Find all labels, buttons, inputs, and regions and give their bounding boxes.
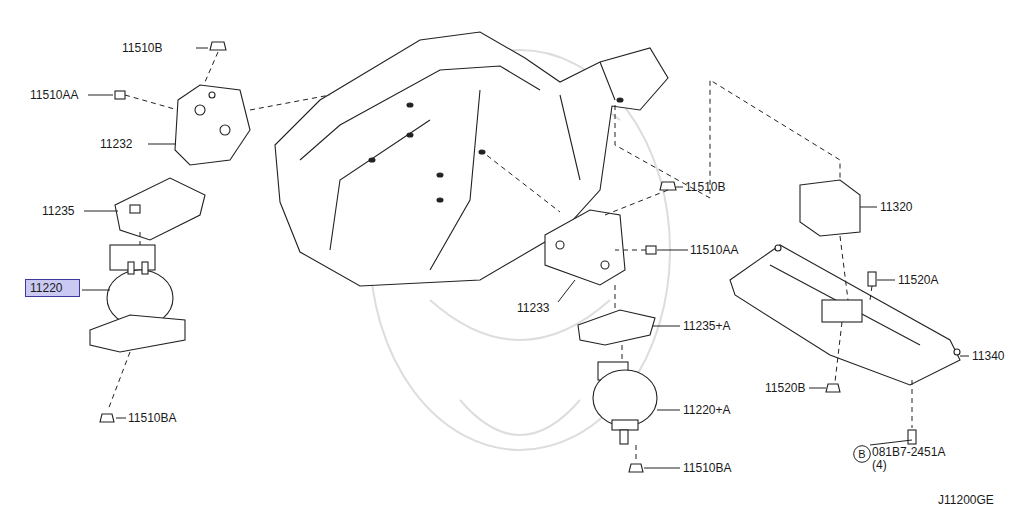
callout-number: 11232	[100, 137, 132, 151]
callout-number: 11320	[880, 200, 912, 214]
callout-number: 11510BA	[683, 461, 732, 475]
callout-number: 11340	[972, 349, 1004, 363]
highlight-box: 11220	[25, 279, 80, 297]
callout-number: 11510AA	[30, 88, 79, 102]
callout-number: 11510BA	[128, 411, 177, 425]
left-mount-parts	[90, 42, 250, 422]
callout-number: 11510B	[122, 41, 162, 55]
callout-number: 11235	[42, 204, 74, 218]
leader-line	[82, 48, 969, 468]
crossmember	[730, 180, 960, 444]
callout-number: 081B7-2451A	[872, 445, 945, 459]
callout-number: 11220+A	[683, 403, 731, 417]
callout-number: (4)	[872, 458, 887, 472]
callout-number: 11520A	[898, 273, 938, 287]
dashed-guide	[108, 52, 912, 462]
right-mount-parts	[545, 182, 676, 472]
part-number: B	[858, 448, 865, 460]
callout-number: 11520B	[765, 381, 805, 395]
callout-number: 11235+A	[683, 319, 731, 333]
callout-number: J11200GE	[938, 493, 994, 507]
part-number: 11220	[30, 281, 75, 295]
engine	[275, 32, 668, 286]
callout-number: 11510AA	[690, 243, 739, 257]
circled-letter: B	[853, 445, 871, 463]
callout-number: 11510B	[685, 180, 725, 194]
callout-number: 11233	[517, 301, 549, 315]
